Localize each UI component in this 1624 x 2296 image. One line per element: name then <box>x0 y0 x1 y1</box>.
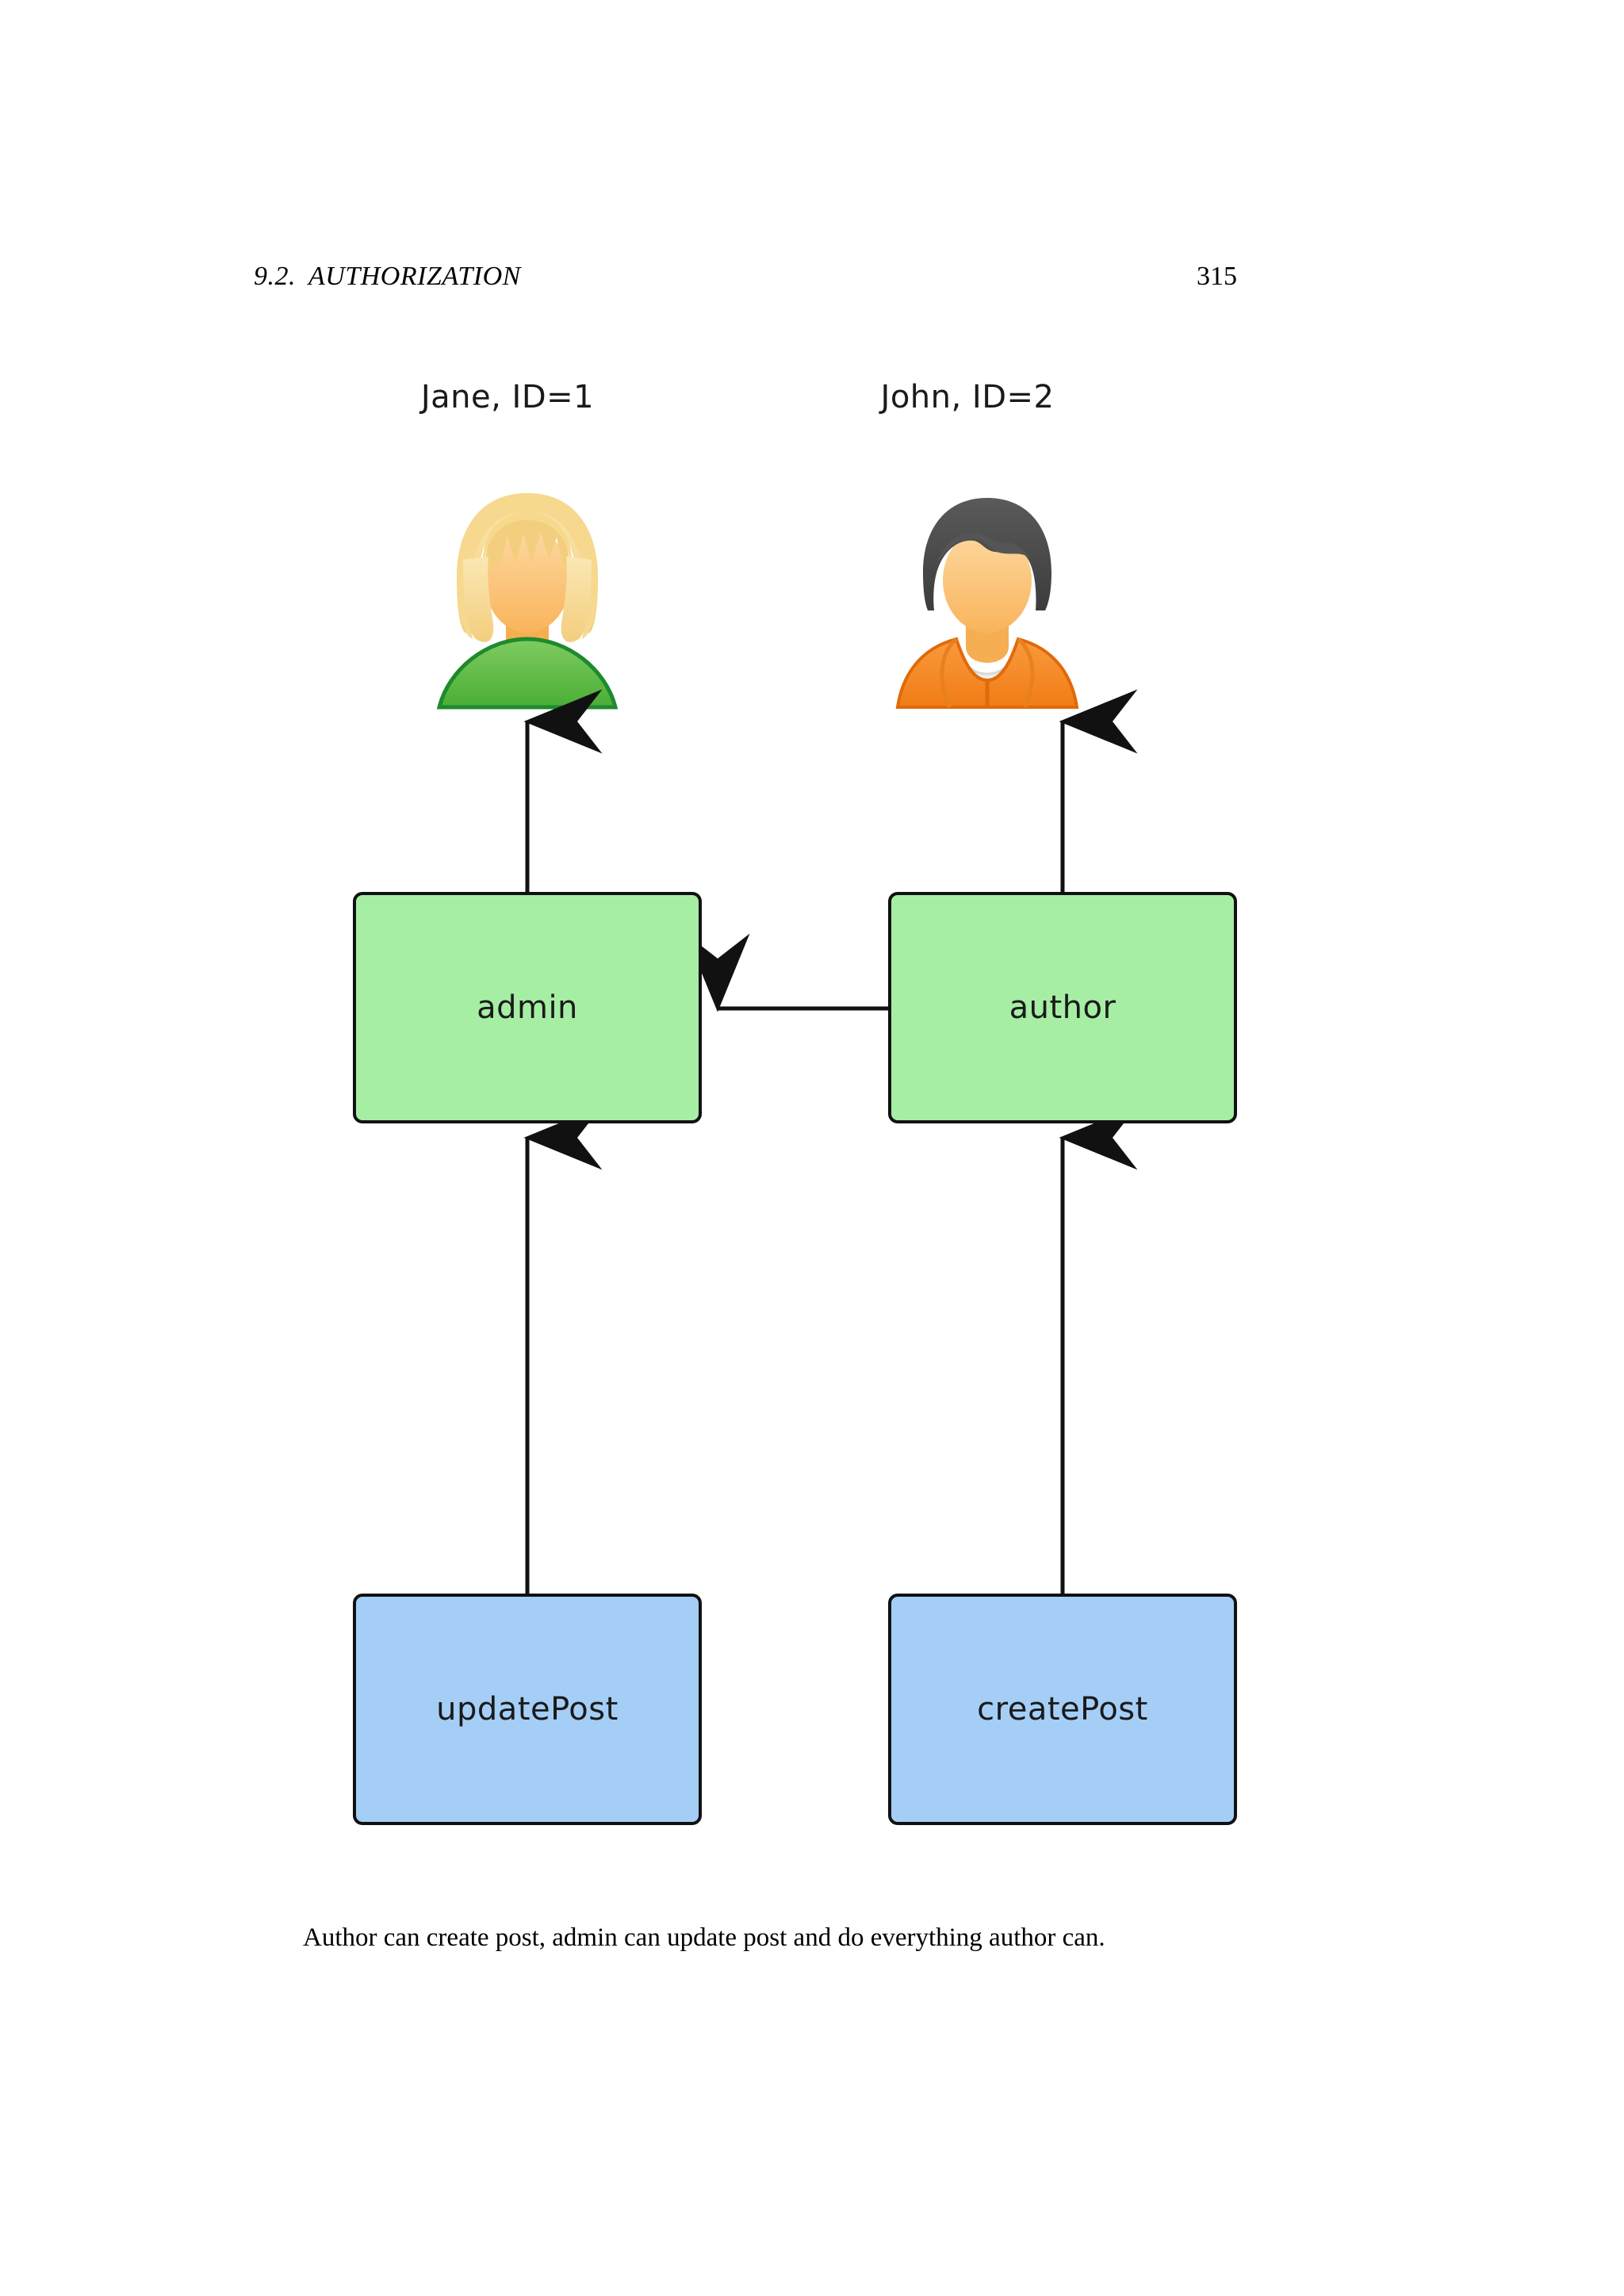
role-node-author[interactable]: author <box>888 892 1237 1123</box>
permission-node-createpost-label: createPost <box>977 1691 1148 1728</box>
permission-node-updatepost-label: updatePost <box>436 1691 619 1728</box>
person-label-john: John, ID=2 <box>880 379 1055 415</box>
header-section-number: 9.2. <box>254 262 296 291</box>
role-node-author-label: author <box>1009 989 1116 1026</box>
person-label-jane: Jane, ID=1 <box>420 379 595 415</box>
figure-caption: Author can create post, admin can update… <box>303 1923 1105 1952</box>
header-section-title: 9.2. AUTHORIZATION <box>254 262 521 292</box>
female-avatar-icon <box>428 484 626 714</box>
page-header: 9.2. AUTHORIZATION 315 <box>254 262 1237 298</box>
role-node-admin[interactable]: admin <box>353 892 702 1123</box>
role-node-admin-label: admin <box>477 989 578 1026</box>
header-section-name: AUTHORIZATION <box>308 262 521 291</box>
male-avatar-icon <box>888 484 1086 714</box>
permission-node-createpost[interactable]: createPost <box>888 1594 1237 1825</box>
permission-node-updatepost[interactable]: updatePost <box>353 1594 702 1825</box>
rbac-diagram: Jane, ID=1 John, ID=2 <box>254 349 1364 1855</box>
page-number: 315 <box>1197 262 1237 291</box>
